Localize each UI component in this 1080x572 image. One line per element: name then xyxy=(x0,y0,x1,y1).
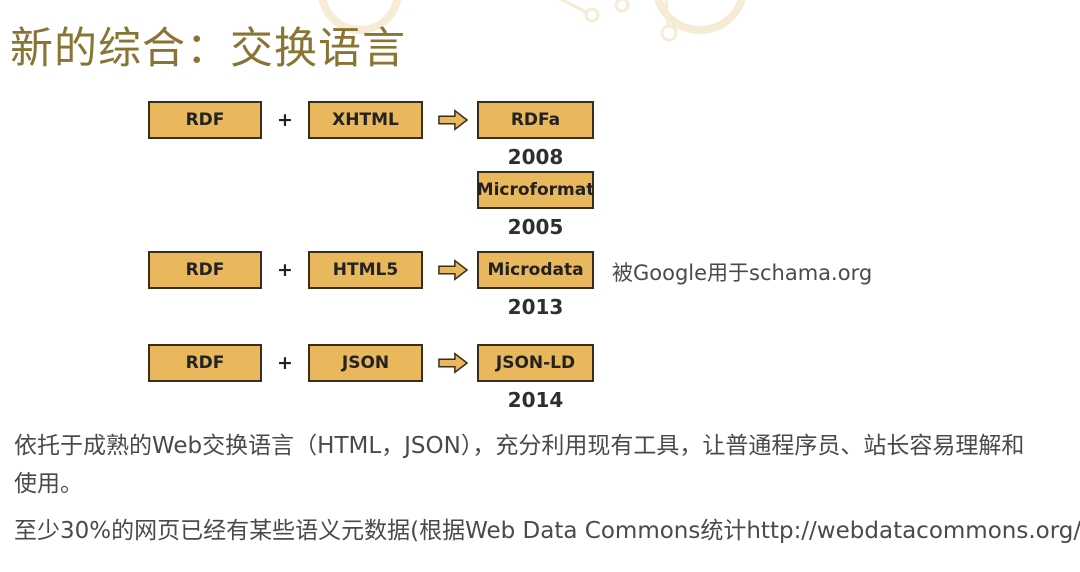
result-box-microdata: Microdata xyxy=(477,251,594,289)
arrow-right-icon xyxy=(438,109,468,131)
paragraph-exchange-languages: 依托于成熟的Web交换语言（HTML，JSON），充分利用现有工具，让普通程序员… xyxy=(14,433,1025,497)
diagram-row-jsonld: RDF + JSON JSON-LD 2014 xyxy=(0,344,1080,434)
year-label: 2008 xyxy=(507,145,564,169)
year-label: 2005 xyxy=(507,215,564,239)
year-label: 2014 xyxy=(507,388,564,412)
paragraph-webdatacommons: 至少30%的网页已经有某些语义元数据(根据Web Data Commons统计h… xyxy=(14,518,1080,544)
google-usage-note: 被Google用于schama.org xyxy=(612,261,873,285)
diagram-row-microformat: Microformat 2005 xyxy=(0,171,1080,261)
term-box-rdf: RDF xyxy=(148,344,262,382)
diagram-row-rdfa: RDF + XHTML RDFa 2008 xyxy=(0,101,1080,191)
term-box-rdf: RDF xyxy=(148,101,262,139)
result-box-jsonld: JSON-LD xyxy=(477,344,594,382)
plus-sign: + xyxy=(277,352,293,374)
term-box-xhtml: XHTML xyxy=(308,101,423,139)
term-box-rdf: RDF xyxy=(148,251,262,289)
result-box-rdfa: RDFa xyxy=(477,101,594,139)
background-ornament xyxy=(318,0,746,42)
plus-sign: + xyxy=(277,109,293,131)
plus-sign: + xyxy=(277,259,293,281)
term-box-html5: HTML5 xyxy=(308,251,423,289)
term-box-microformat: Microformat xyxy=(477,171,594,209)
arrow-right-icon xyxy=(438,259,468,281)
arrow-right-icon xyxy=(438,352,468,374)
diagram-row-microdata: RDF + HTML5 Microdata 2013 被Google用于scha… xyxy=(0,251,1080,341)
year-label: 2013 xyxy=(507,295,564,319)
term-box-json: JSON xyxy=(308,344,423,382)
page-title: 新的综合：交换语言 xyxy=(10,24,406,74)
